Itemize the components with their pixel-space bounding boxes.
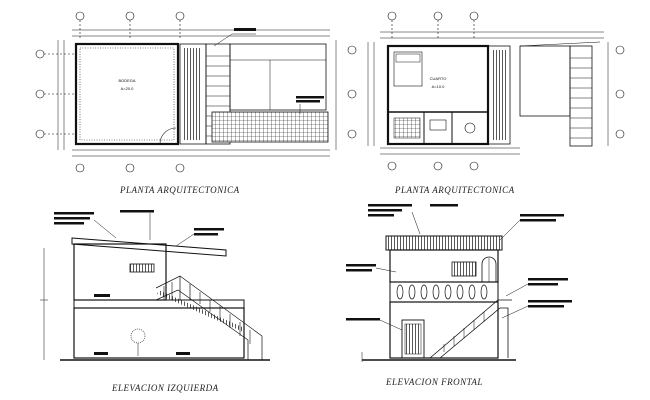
window-front <box>451 261 477 277</box>
room-walls <box>74 42 180 146</box>
roof-slope <box>71 237 227 257</box>
caption-plan-right: PLANTA ARQUITECTONICA <box>395 185 515 195</box>
balustrade <box>389 281 499 303</box>
grid-axis-bubbles-right <box>347 11 625 171</box>
room-label-right: CUARTO <box>430 76 447 81</box>
floor-plan-left: BODEGA A=20.0 <box>35 11 337 173</box>
elevation-right <box>346 204 572 362</box>
arched-door-upper <box>481 256 497 283</box>
toilet <box>464 122 476 134</box>
patio-hatch <box>211 111 329 143</box>
annotation-notes <box>54 210 224 247</box>
stair-plan-right <box>569 45 593 147</box>
sink <box>429 119 447 131</box>
tree-symbol <box>130 328 146 344</box>
annotation-notes-right <box>346 204 572 331</box>
stair-elevation-right <box>429 299 512 359</box>
elevation-left <box>40 210 270 361</box>
room-label-left: BODEGA <box>118 78 135 83</box>
bed <box>393 51 423 87</box>
caption-plan-left: PLANTA ARQUITECTONICA <box>120 185 240 195</box>
roof-fascia <box>385 235 503 251</box>
window-left <box>129 263 155 273</box>
door-swing <box>159 127 177 145</box>
caption-elevation-left: ELEVACION IZQUIERDA <box>112 383 219 393</box>
dimension-lines <box>57 29 337 157</box>
room-area-right: A=10.0 <box>432 84 446 89</box>
caption-elevation-right: ELEVACION FRONTAL <box>386 377 483 387</box>
front-door <box>401 319 425 359</box>
wall-lower <box>73 307 245 359</box>
floor-plan-right: CUARTO A=10.0 <box>347 11 625 171</box>
room-area-left: A=20.0 <box>121 86 135 91</box>
